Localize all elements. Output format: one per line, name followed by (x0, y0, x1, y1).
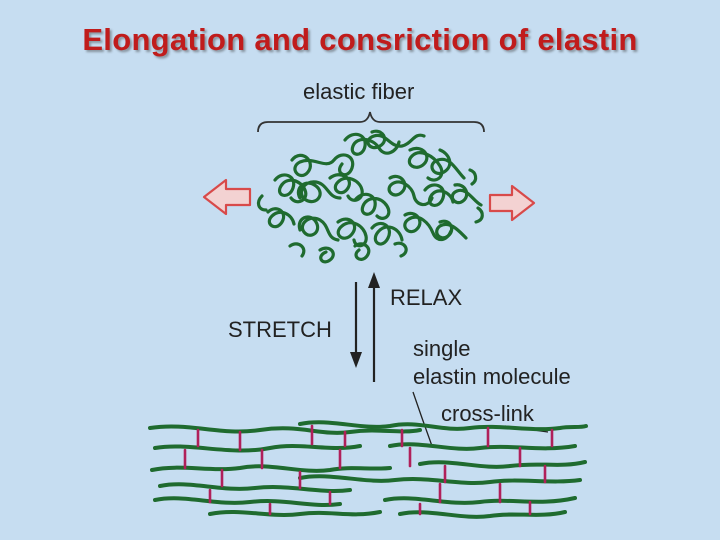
elastic-fiber-tangle (256, 129, 484, 264)
label-elastin-molecule: elastin molecule (413, 364, 571, 389)
left-arrow-icon (202, 178, 252, 216)
stretch-arrow (350, 282, 362, 368)
stretched-fiber-bundle (148, 420, 588, 519)
single-molecule-leader (412, 391, 433, 447)
cross-links (183, 424, 554, 516)
slide-title: Elongation and consriction of elastin (82, 22, 638, 57)
label-stretch: STRETCH (228, 317, 332, 342)
fiber-brace (257, 111, 485, 133)
relax-arrow (368, 272, 380, 382)
right-arrow-icon (488, 184, 536, 222)
label-elastic-fiber: elastic fiber (303, 79, 415, 104)
label-cross-link: cross-link (441, 401, 534, 426)
label-relax: RELAX (390, 285, 463, 310)
label-single: single (413, 336, 471, 361)
